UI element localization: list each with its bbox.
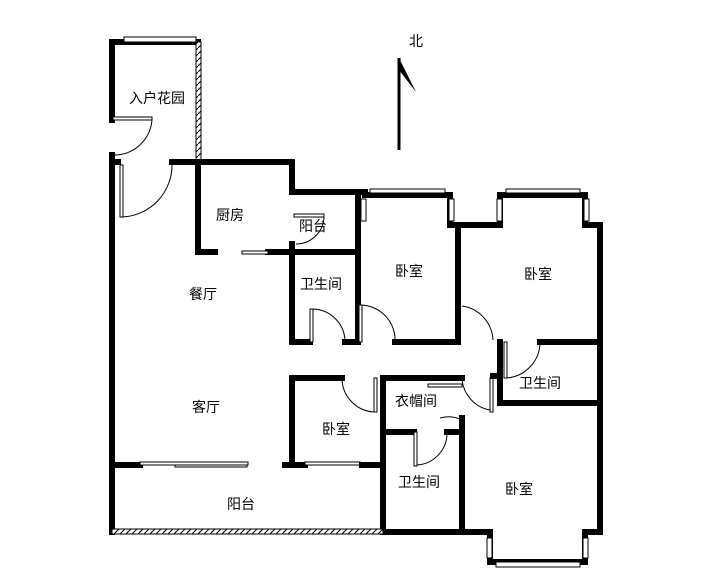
bedroom-4-walls [380, 529, 603, 568]
living-walls [109, 461, 386, 535]
room-label-closet: 衣帽间 [395, 394, 437, 410]
kitchen-sliding-door[interactable] [241, 250, 269, 255]
entry-door[interactable] [112, 116, 153, 156]
balcony-door[interactable] [293, 213, 325, 218]
room-label-kitchen: 厨房 [216, 208, 244, 224]
middle-walls [289, 375, 465, 535]
main-door[interactable] [119, 163, 173, 218]
room-label-entry-garden: 入户花园 [129, 90, 185, 107]
entry-garden-walls [109, 36, 295, 535]
room-label-bedroom-3: 卧室 [322, 421, 350, 438]
room-label-bedroom-4: 卧室 [505, 481, 533, 498]
bedroom-4-door[interactable] [489, 377, 494, 413]
room-label-bath-2: 卫生间 [519, 376, 561, 392]
bath-1-walls [289, 249, 361, 345]
bath-2-door[interactable] [503, 341, 508, 379]
room-label-bath-3: 卫生间 [398, 475, 440, 491]
window [486, 537, 493, 559]
window [369, 188, 446, 194]
bedroom-1-walls [355, 188, 603, 535]
window [583, 198, 590, 222]
window [495, 561, 581, 568]
window [448, 198, 455, 222]
window [360, 198, 367, 222]
room-label-kitchen-balcony: 阳台 [299, 219, 327, 235]
window [505, 188, 581, 194]
room-label-dining: 餐厅 [189, 287, 217, 303]
bath-1-door[interactable] [309, 308, 314, 343]
room-label-bath-1: 卫生间 [300, 277, 342, 293]
bath-3-door[interactable] [413, 431, 418, 467]
room-label-bedroom-1: 卧室 [395, 263, 423, 280]
north-arrow-icon [397, 58, 416, 150]
room-label-balcony: 阳台 [227, 497, 255, 513]
window [582, 537, 589, 559]
bath-2-walls [461, 339, 603, 413]
window [123, 36, 197, 43]
balcony-railing [111, 528, 384, 535]
window [496, 198, 503, 222]
north-label: 北 [409, 34, 423, 50]
garden-railing [195, 41, 202, 163]
bedroom-3-door[interactable] [373, 377, 378, 413]
closet-sliding-door[interactable] [427, 383, 463, 388]
kitchen-walls [195, 159, 361, 255]
room-label-bedroom-2: 卧室 [524, 266, 552, 283]
room-label-living: 客厅 [192, 399, 220, 416]
bedroom-1-door[interactable] [358, 304, 363, 343]
balcony-sliding-door-2[interactable] [304, 461, 361, 466]
